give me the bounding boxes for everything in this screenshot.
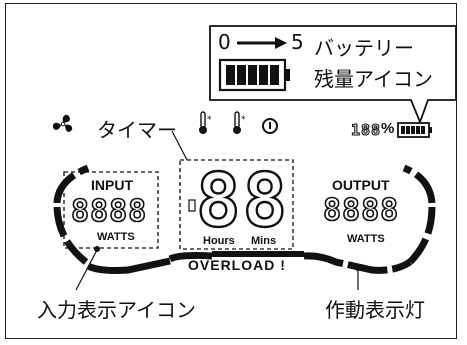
timer-left-indicator: [188, 199, 196, 212]
callout-battery-icon: [218, 58, 290, 92]
mins-label: Mins: [251, 235, 277, 247]
callout-title-line1: バッテリー: [314, 36, 414, 60]
timer-digits: 88: [195, 157, 290, 245]
output-digits: 8888: [322, 192, 400, 229]
callout-range-start: 0: [218, 30, 231, 54]
timer-frame: [179, 159, 294, 250]
input-frame: [63, 171, 159, 249]
operation-light-pointer: [355, 265, 361, 271]
left-bracket: [53, 164, 213, 274]
output-title: OUTPUT: [332, 177, 390, 193]
input-icon-leader: [75, 249, 98, 291]
diagram-frame: [5, 3, 457, 339]
thermometer-icon: *: [199, 111, 212, 134]
power-icon: [262, 118, 278, 134]
fan-icon: [52, 114, 73, 132]
input-icon-label: 入力表示アイコン: [37, 298, 196, 322]
svg-text:*: *: [207, 115, 212, 125]
right-bracket: [303, 164, 436, 274]
battery-percent-digits: 188: [350, 120, 382, 139]
timer-leader-line: [171, 130, 188, 161]
battery-icon: [397, 122, 432, 138]
input-title: INPUT: [91, 177, 133, 193]
hours-label: Hours: [203, 235, 235, 247]
callout-range-end: 5: [291, 30, 304, 54]
input-digits: 8888: [70, 193, 148, 230]
input-icon-pointer: [94, 246, 100, 252]
svg-text:*: *: [241, 115, 246, 125]
battery-percent-sign: %: [381, 120, 395, 137]
callout-title-line2: 残量アイコン: [314, 67, 433, 91]
output-unit: WATTS: [347, 233, 385, 245]
operation-light-label: 作動表示灯: [325, 298, 425, 322]
callout-box: [209, 25, 457, 125]
timer-label: タイマー: [97, 118, 177, 142]
thermometer-icon: *: [233, 111, 246, 134]
callout-arrow-head: [275, 37, 287, 49]
input-unit: WATTS: [97, 231, 135, 243]
overload-label: OVERLOAD !: [188, 257, 286, 273]
